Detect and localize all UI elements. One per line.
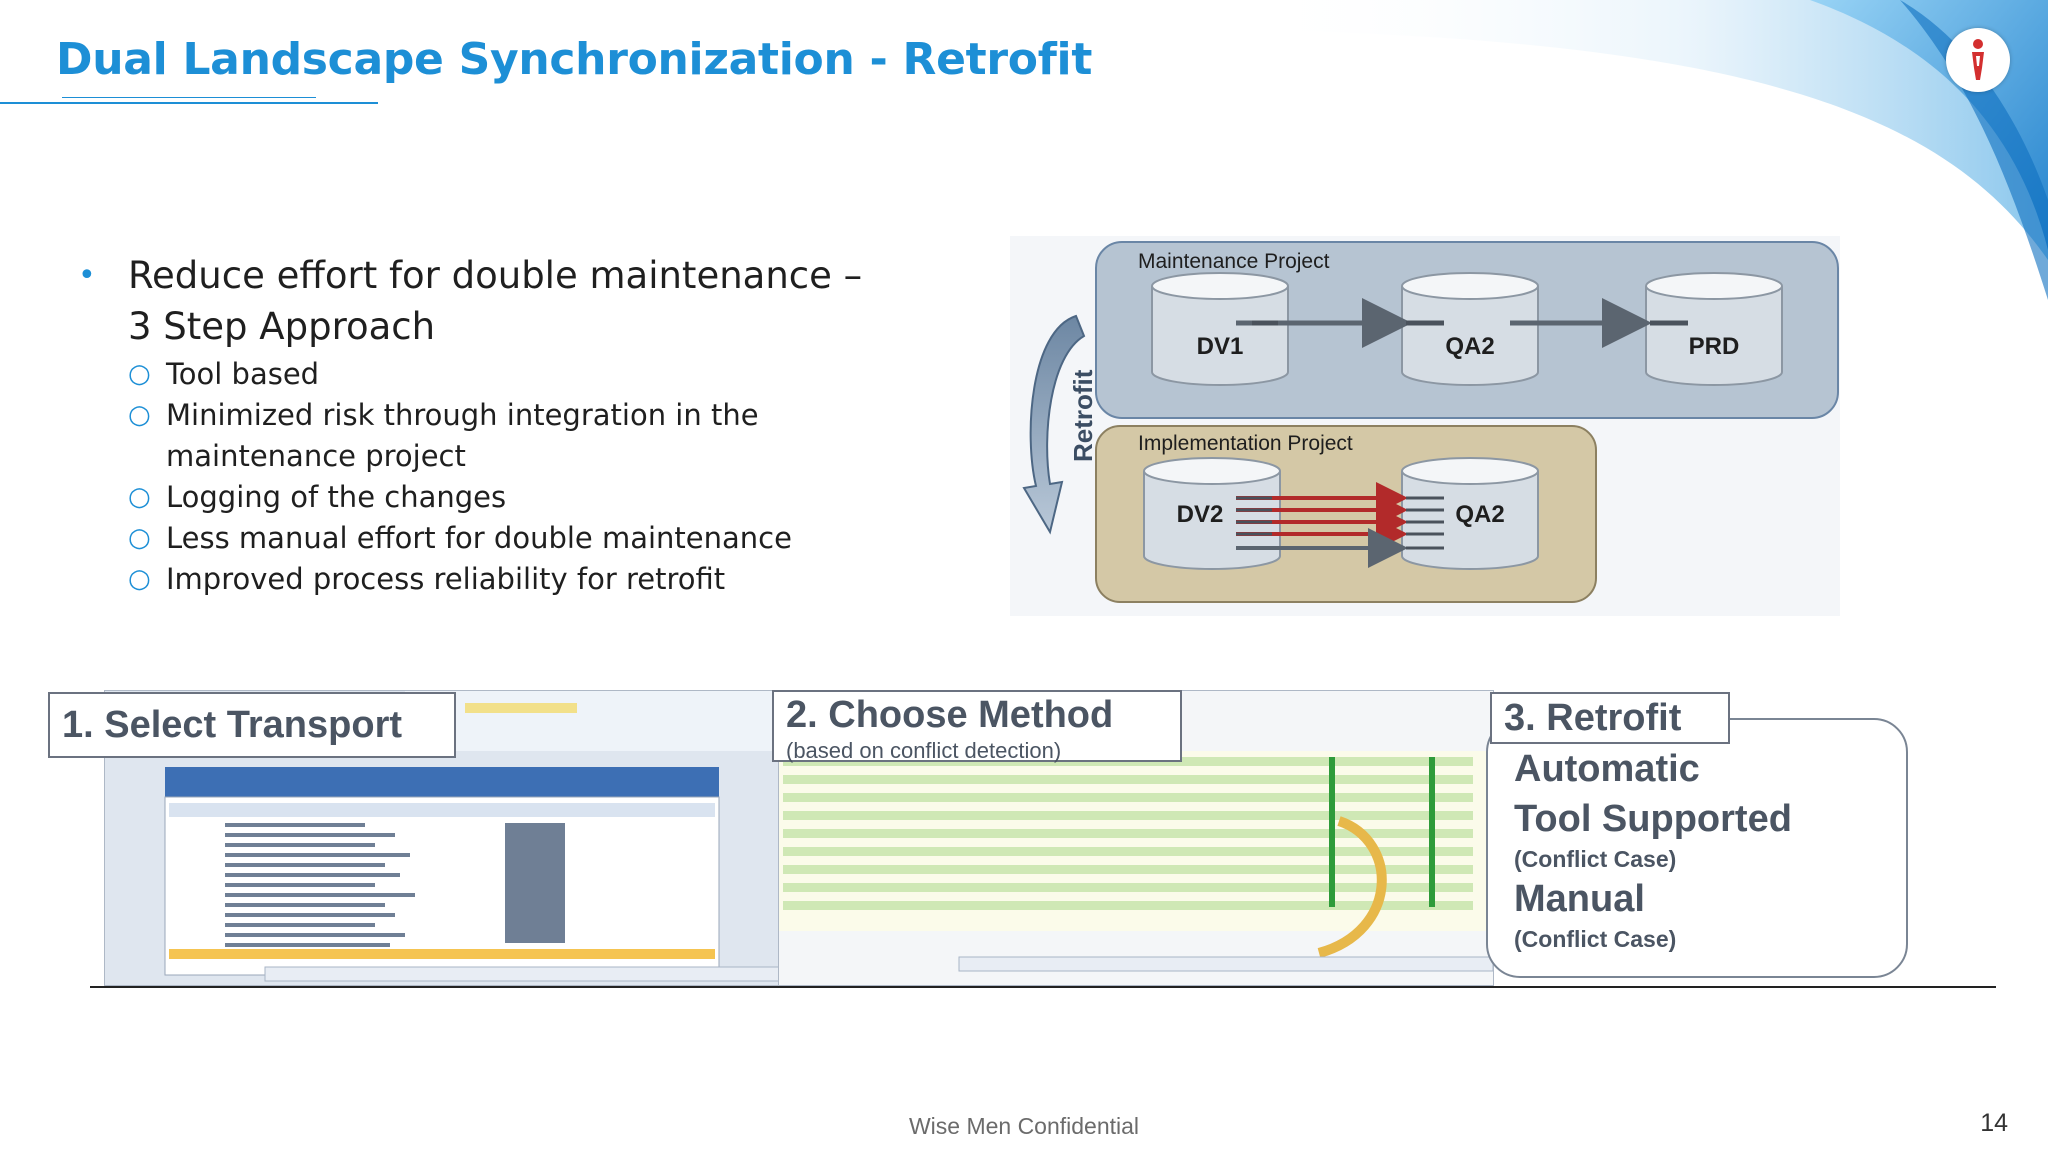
circle-bullet-icon: ○ [128,523,151,553]
retrofit-arrow-icon [1022,314,1086,535]
landscape-diagram: Maintenance Project DV1 QA2 PRD Implemen… [1010,236,1840,616]
qa2-top-label: QA2 [1445,333,1494,360]
retrofit-steps-strip: 1. Select Transport 2. Choose Method (ba… [44,688,1996,988]
sub-bullet: ○Improved process reliability for retrof… [128,559,878,600]
conflict-table-thumbnail [779,751,1493,972]
transport-table-thumbnail [164,691,809,982]
method-manual: Manual [1514,878,1645,920]
page-number: 14 [1980,1109,2008,1137]
slide-title: Dual Landscape Synchronization - Retrofi… [56,34,1093,85]
maintenance-project-label: Maintenance Project [1138,250,1330,273]
circle-bullet-icon: ○ [128,564,151,594]
main-bullet: • Reduce effort for double maintenance –… [78,250,878,352]
retrofit-transport-arrows [1236,482,1444,568]
confidential-footer: Wise Men Confidential [908,1113,1140,1139]
circle-bullet-icon: ○ [128,482,151,512]
step2-label: 2. Choose Method [786,694,1114,736]
manual-note: (Conflict Case) [1514,926,1677,952]
implementation-project-label: Implementation Project [1138,432,1353,455]
step1-label-box: 1. Select Transport [48,692,456,758]
qa2-bottom-label: QA2 [1455,501,1504,528]
step1-label: 1. Select Transport [62,704,403,746]
strip-baseline [90,986,1996,988]
bullet-dot-icon: • [78,258,96,293]
selection-arrow-icon [1317,816,1387,958]
dv2-database-icon [1143,457,1281,570]
step3-method-panel: Automatic Tool Supported (Conflict Case)… [1486,718,1908,978]
step3-label-box: 3. Retrofit [1490,692,1730,744]
qa2-bottom-database-icon [1401,457,1539,570]
method-automatic: Automatic [1514,748,1700,790]
step3-label: 3. Retrofit [1504,697,1682,739]
prd-label: PRD [1689,333,1740,360]
circle-bullet-icon: ○ [128,359,151,389]
tool-supported-note: (Conflict Case) [1514,846,1677,872]
method-tool-supported: Tool Supported [1514,798,1792,840]
title-underline [0,102,378,104]
title-underline-accent [62,97,316,98]
step2-label-box: 2. Choose Method (based on conflict dete… [772,690,1182,763]
sub-bullet-list: ○Tool based ○Minimized risk through inte… [78,354,878,600]
qa2-database-icon [1401,272,1539,386]
person-icon [1972,39,1984,80]
main-bullet-text: Reduce effort for double maintenance – 3… [128,254,863,348]
sub-bullet: ○Less manual effort for double maintenan… [128,518,878,559]
circle-bullet-icon: ○ [128,400,151,430]
sub-bullet: ○Minimized risk through integration in t… [128,395,878,477]
retrofit-label: Retrofit [1068,369,1098,462]
company-logo [1946,28,2010,92]
dv1-database-icon [1151,272,1289,386]
sub-bullet: ○Logging of the changes [128,477,878,518]
dv2-label: DV2 [1177,501,1224,528]
step2-sublabel: (based on conflict detection) [786,738,1062,763]
sub-bullet: ○Tool based [128,354,878,395]
dv1-label: DV1 [1197,333,1244,360]
bullet-list: • Reduce effort for double maintenance –… [78,250,878,600]
prd-database-icon [1645,272,1783,386]
